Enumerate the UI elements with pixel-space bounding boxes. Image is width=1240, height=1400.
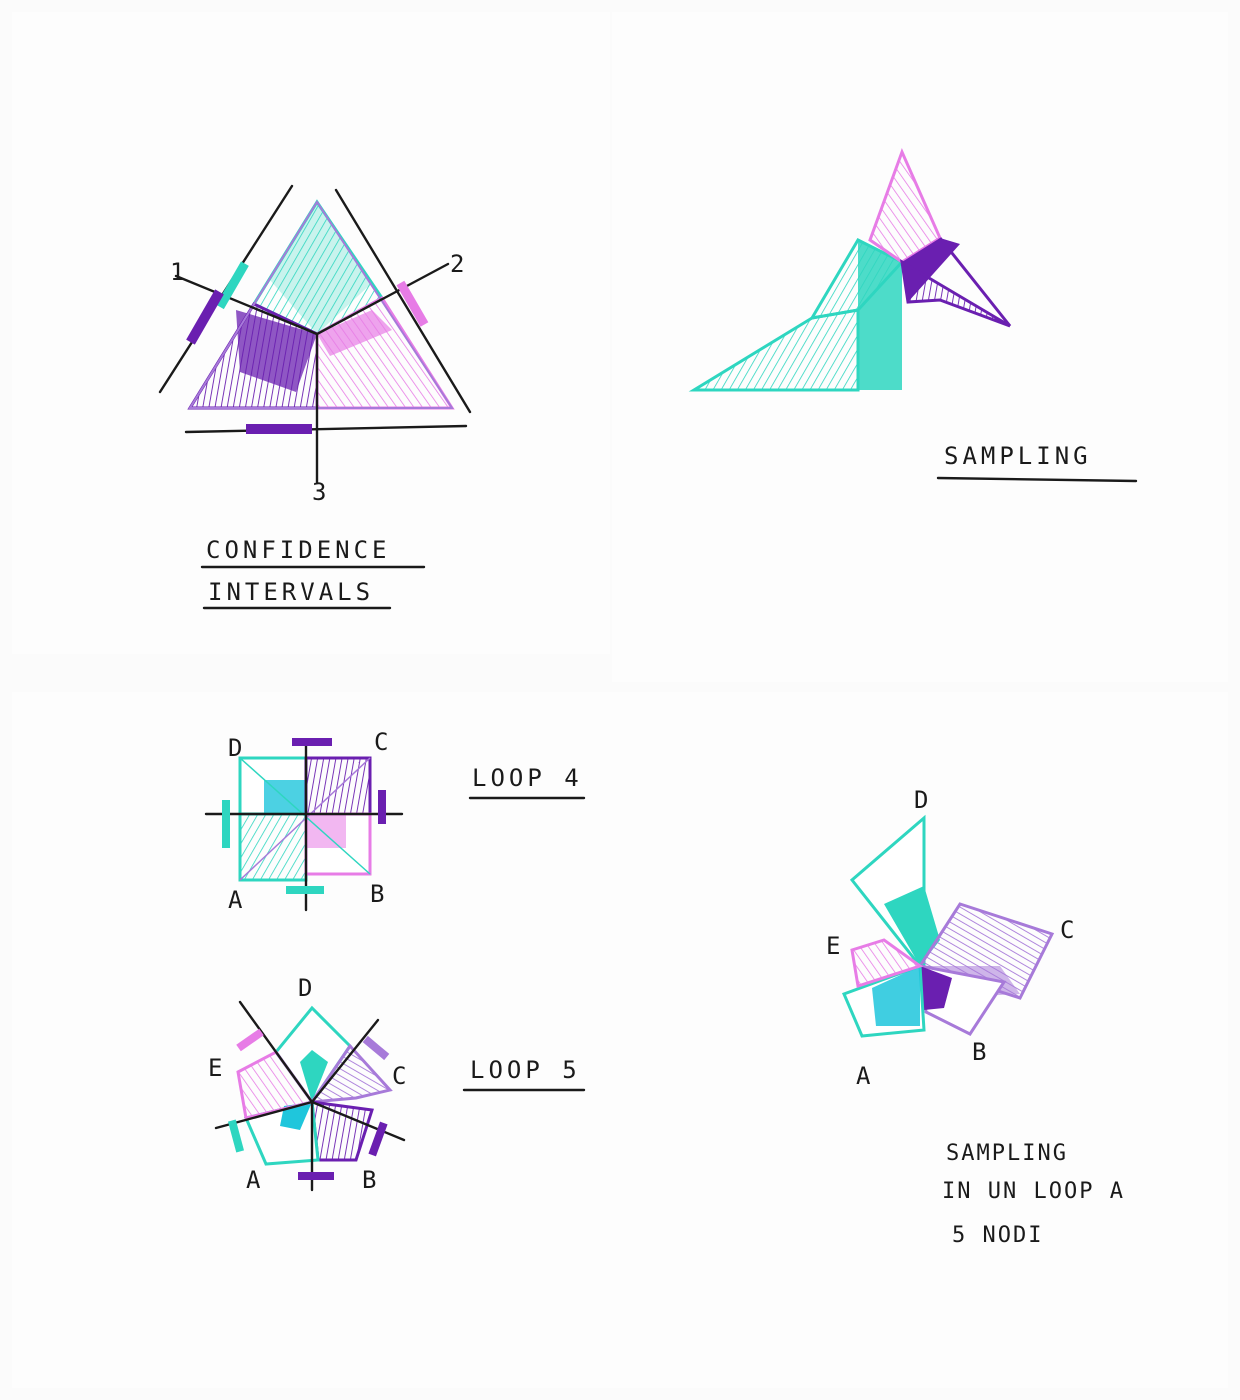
axis-label-1: 1 [170, 258, 184, 286]
loop5-axis-c [310, 1018, 380, 1104]
sample-purple-edge [938, 237, 1012, 327]
triangle-outline [188, 200, 454, 409]
caption-loop4: LOOP 4 [472, 764, 583, 792]
caption-ls-line3: 5 NODI [952, 1223, 1043, 1248]
sample-purple-fan [900, 259, 1011, 328]
ls-sector-b-fill [920, 966, 952, 1010]
loop5-node-a: A [246, 1166, 261, 1194]
loop4-bar-top [292, 738, 332, 746]
loop5-bar-e [236, 1028, 264, 1052]
caption-sampling: SAMPLING [944, 442, 1092, 470]
sector-pink-core [317, 310, 392, 356]
axis-label-2: 2 [450, 250, 464, 278]
loop4-bar-left [222, 800, 230, 848]
loop4-bar-right [378, 790, 386, 824]
ls-node-d: D [914, 786, 928, 814]
loop4-node-b: B [370, 880, 384, 908]
loop5-axis-b [310, 1100, 406, 1142]
loop5-axis-e [238, 1000, 314, 1104]
ls-node-a: A [856, 1062, 871, 1090]
loop5-bar-a2 [227, 1119, 245, 1153]
panel-bottom-paper [12, 692, 1228, 1388]
range-bottom [184, 424, 468, 434]
range-right [334, 188, 472, 414]
loop5-sector-d-fill [300, 1050, 328, 1102]
loop4-diagram: D C A B [204, 728, 404, 914]
sample-pink [868, 147, 942, 264]
panel-top-right-paper [612, 12, 1228, 682]
loop4-bar-bottom [286, 886, 324, 894]
loop5-node-d: D [298, 974, 312, 1002]
caption-sampling-underline [936, 476, 1138, 483]
loop4-node-c: C [374, 728, 388, 756]
interval-bar-pink [396, 280, 429, 327]
ls-node-e: E [826, 932, 840, 960]
loop4-node-a: A [228, 886, 243, 914]
sector-teal-inner [270, 202, 372, 334]
caption-loop5: LOOP 5 [470, 1056, 581, 1084]
caption-confidence-line1: CONFIDENCE [206, 536, 391, 564]
axis-label-3: 3 [312, 478, 326, 506]
confidence-interval-diagram: 1 2 3 [158, 184, 472, 506]
loop5-sampling-diagram: D C B A E [826, 786, 1074, 1090]
loop4-node-d: D [228, 734, 242, 762]
ls-sector-a-fill [872, 966, 920, 1026]
loop4-quad-b-fill [306, 814, 346, 848]
caption-ls-line2: IN UN LOOP A [942, 1179, 1125, 1204]
loop5-bar-c [362, 1035, 390, 1061]
loop5-sector-c [308, 1043, 393, 1104]
caption-confidence-line2: INTERVALS [208, 578, 374, 606]
loop5-node-b: B [362, 1166, 376, 1194]
caption-ls-line1: SAMPLING [946, 1141, 1068, 1166]
loop5-bar-a [298, 1172, 334, 1180]
ls-node-c: C [1060, 916, 1074, 944]
sampling-diagram [688, 147, 1012, 392]
sector-purple-core [236, 310, 317, 392]
ls-sector-d-fill [884, 886, 940, 966]
loop5-diagram: D C B A E [208, 974, 406, 1194]
loop5-node-e: E [208, 1054, 222, 1082]
ls-sector-e [850, 938, 924, 988]
ls-node-b: B [972, 1038, 986, 1066]
interval-bar-teal [216, 261, 249, 310]
interval-bar-purple [186, 289, 224, 345]
interval-bar-bottom [246, 424, 312, 434]
loop5-bar-b [368, 1121, 388, 1157]
loop5-node-c: C [392, 1062, 406, 1090]
